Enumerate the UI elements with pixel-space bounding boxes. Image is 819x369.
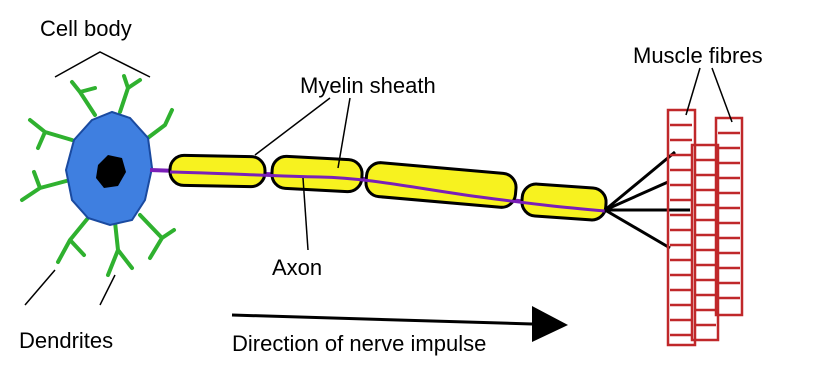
label-axon: Axon <box>272 257 322 279</box>
cell-body-bracket <box>55 52 150 77</box>
myelin-leader-2 <box>338 98 350 168</box>
myelin-sheath <box>170 155 607 221</box>
label-myelin-sheath: Myelin sheath <box>300 75 436 97</box>
dendrites-leader-2 <box>100 275 115 305</box>
myelin-leader-1 <box>255 98 330 155</box>
label-muscle-fibres: Muscle fibres <box>633 45 763 67</box>
label-direction: Direction of nerve impulse <box>232 333 486 355</box>
muscle-leader-2 <box>712 68 732 122</box>
dendrites-leader-1 <box>25 270 55 305</box>
muscle-leader-1 <box>686 68 700 115</box>
label-dendrites: Dendrites <box>19 330 113 352</box>
label-cell-body: Cell body <box>40 18 132 40</box>
muscle-fibres <box>668 110 742 345</box>
